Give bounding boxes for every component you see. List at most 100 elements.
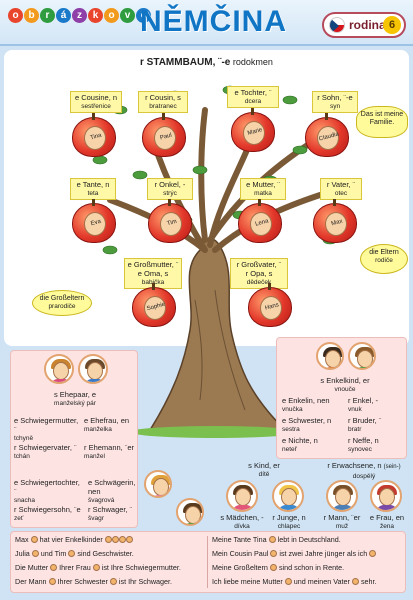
- vocab-text: r Mann, ¨er: [323, 513, 361, 522]
- logo-letter: b: [24, 8, 39, 23]
- apple-name: Claudia: [318, 131, 340, 143]
- vocab-text: s Mädchen, -: [220, 513, 264, 522]
- vocab-text: Max: [15, 535, 29, 544]
- vocab-text: e Schwester, n: [282, 416, 332, 425]
- face-icon: [111, 536, 119, 543]
- page-title: NĚMČINA: [140, 5, 287, 38]
- vocab-text: Der Mann: [15, 577, 47, 586]
- apple-portrait: Sophie: [132, 283, 176, 327]
- vocab-text: dítě: [258, 471, 270, 478]
- vocab-text: snacha: [14, 497, 35, 504]
- speech-bubble-familie: Das ist meine Familie.: [356, 106, 408, 138]
- vocab-text: hat vier Enkelkinder: [39, 535, 103, 544]
- label-de: e Cousine, n: [74, 93, 118, 102]
- man-avatar: [326, 480, 358, 512]
- bubble-text: die Eltern: [369, 249, 399, 256]
- apple-name: Marie: [246, 127, 264, 137]
- vocab-text: manželka: [84, 426, 112, 433]
- face-icon: [118, 536, 126, 543]
- granddaughter-avatar: [316, 342, 344, 370]
- sister-in-law-avatar: [144, 470, 172, 498]
- tree-heading-de: r STAMMBAUM, ¨-e: [140, 57, 231, 68]
- logo-letter: k: [88, 8, 103, 23]
- czech-flag-icon: [329, 17, 345, 33]
- vocab-text: synovec: [348, 446, 372, 453]
- vocab-text: neteř: [282, 446, 297, 453]
- label-grossvater: r Großvater, ¨ r Opa, s dědeček: [230, 258, 288, 289]
- vocab-text: Julia: [15, 549, 30, 558]
- face-icon: [48, 578, 56, 585]
- vocab-text: sestra: [282, 426, 300, 433]
- vocab-text: und Tim: [40, 549, 67, 558]
- in-laws-panel: [10, 350, 138, 528]
- caption-de: s Enkelkind, er: [320, 376, 370, 385]
- vocab-text: muž: [335, 523, 349, 530]
- vocab-text: švagr: [88, 515, 104, 522]
- sentence-left-1: Max hat vier Enkelkinder: [15, 535, 133, 545]
- vocab-text: r Ehemann, ¨er: [84, 443, 135, 452]
- vocab-bruder: r Bruder, ¨bratr: [348, 416, 404, 434]
- face-icon: [369, 550, 377, 557]
- topic-tag: rodina 6: [322, 12, 406, 38]
- sentence-left-4: Der Mann Ihrer Schwester ist Ihr Schwage…: [15, 577, 172, 587]
- husband-avatar: [78, 354, 108, 384]
- label-cz: otec: [334, 190, 348, 197]
- apple-portrait: Hans: [248, 283, 292, 327]
- logo-letter: r: [40, 8, 55, 23]
- logo-letter: é: [136, 8, 151, 23]
- example-sentences: [10, 531, 406, 593]
- label-cz: teta: [87, 190, 99, 197]
- vocab-text: r Enkel, -: [348, 396, 379, 405]
- vocab-text: e Enkelin, nen: [282, 396, 330, 405]
- label-cz: bratranec: [149, 103, 177, 110]
- vocab-text: švagrová: [88, 497, 115, 504]
- face-icon: [284, 578, 292, 585]
- face-icon: [351, 578, 359, 585]
- brother-in-law-avatar: [176, 498, 204, 526]
- face-icon: [270, 550, 278, 557]
- apple-portrait: Lena: [238, 199, 282, 243]
- label-cz: syn: [329, 103, 341, 110]
- wife-avatar: [44, 354, 74, 384]
- label-cz: dědeček: [246, 279, 272, 286]
- enkelkind-caption: s Enkelkind, er vnouče: [300, 376, 390, 394]
- vocab-text: s Kind, er: [248, 461, 280, 470]
- vocab-schwiegertochter: e Schwiegertochter, ¨snacha: [14, 478, 84, 505]
- face-icon: [31, 550, 39, 557]
- vocab-text: vnučka: [282, 406, 303, 413]
- label-cz: dcera: [244, 98, 262, 105]
- vocab-text: žena: [379, 523, 395, 530]
- caption-cz: manželský pár: [54, 400, 96, 407]
- sentence-left-3: Die Mutter Ihrer Frau ist Ihre Schwieger…: [15, 563, 181, 573]
- apple-name: Lena: [254, 218, 270, 228]
- face-icon: [50, 564, 58, 571]
- vocab-text: e Schwiegertochter, ¨: [14, 478, 80, 496]
- sentence-right-3: Meine Großeltern sind schon in Rente.: [212, 563, 344, 573]
- sentences-divider: [207, 536, 208, 588]
- vocab-text: chlapec: [277, 523, 301, 530]
- label-cz: babička: [127, 278, 179, 287]
- apple-portrait: Paul: [142, 113, 186, 157]
- face-icon: [68, 550, 76, 557]
- face-icon: [104, 536, 112, 543]
- topic-label: rodina: [349, 18, 386, 32]
- sentence-right-2: Mein Cousin Paul ist zwei Jahre jünger a…: [212, 549, 377, 559]
- apple-name: Eva: [90, 218, 102, 228]
- grandson-avatar: [348, 342, 376, 370]
- apple-name: Max: [330, 218, 344, 228]
- sentence-left-2: Julia und Tim sind Geschwister.: [15, 549, 134, 559]
- vocab-text: und meinen Vater: [293, 577, 350, 586]
- vocab-text: r Schwager, ¨: [88, 505, 133, 514]
- caption-de: s Ehepaar, e: [53, 390, 97, 399]
- apple-name: Tina: [89, 132, 103, 142]
- label-onkel: r Onkel, - strýc: [147, 178, 193, 200]
- face-icon: [92, 564, 100, 571]
- apple-portrait: Eva: [72, 199, 116, 243]
- logo-letter: o: [104, 8, 119, 23]
